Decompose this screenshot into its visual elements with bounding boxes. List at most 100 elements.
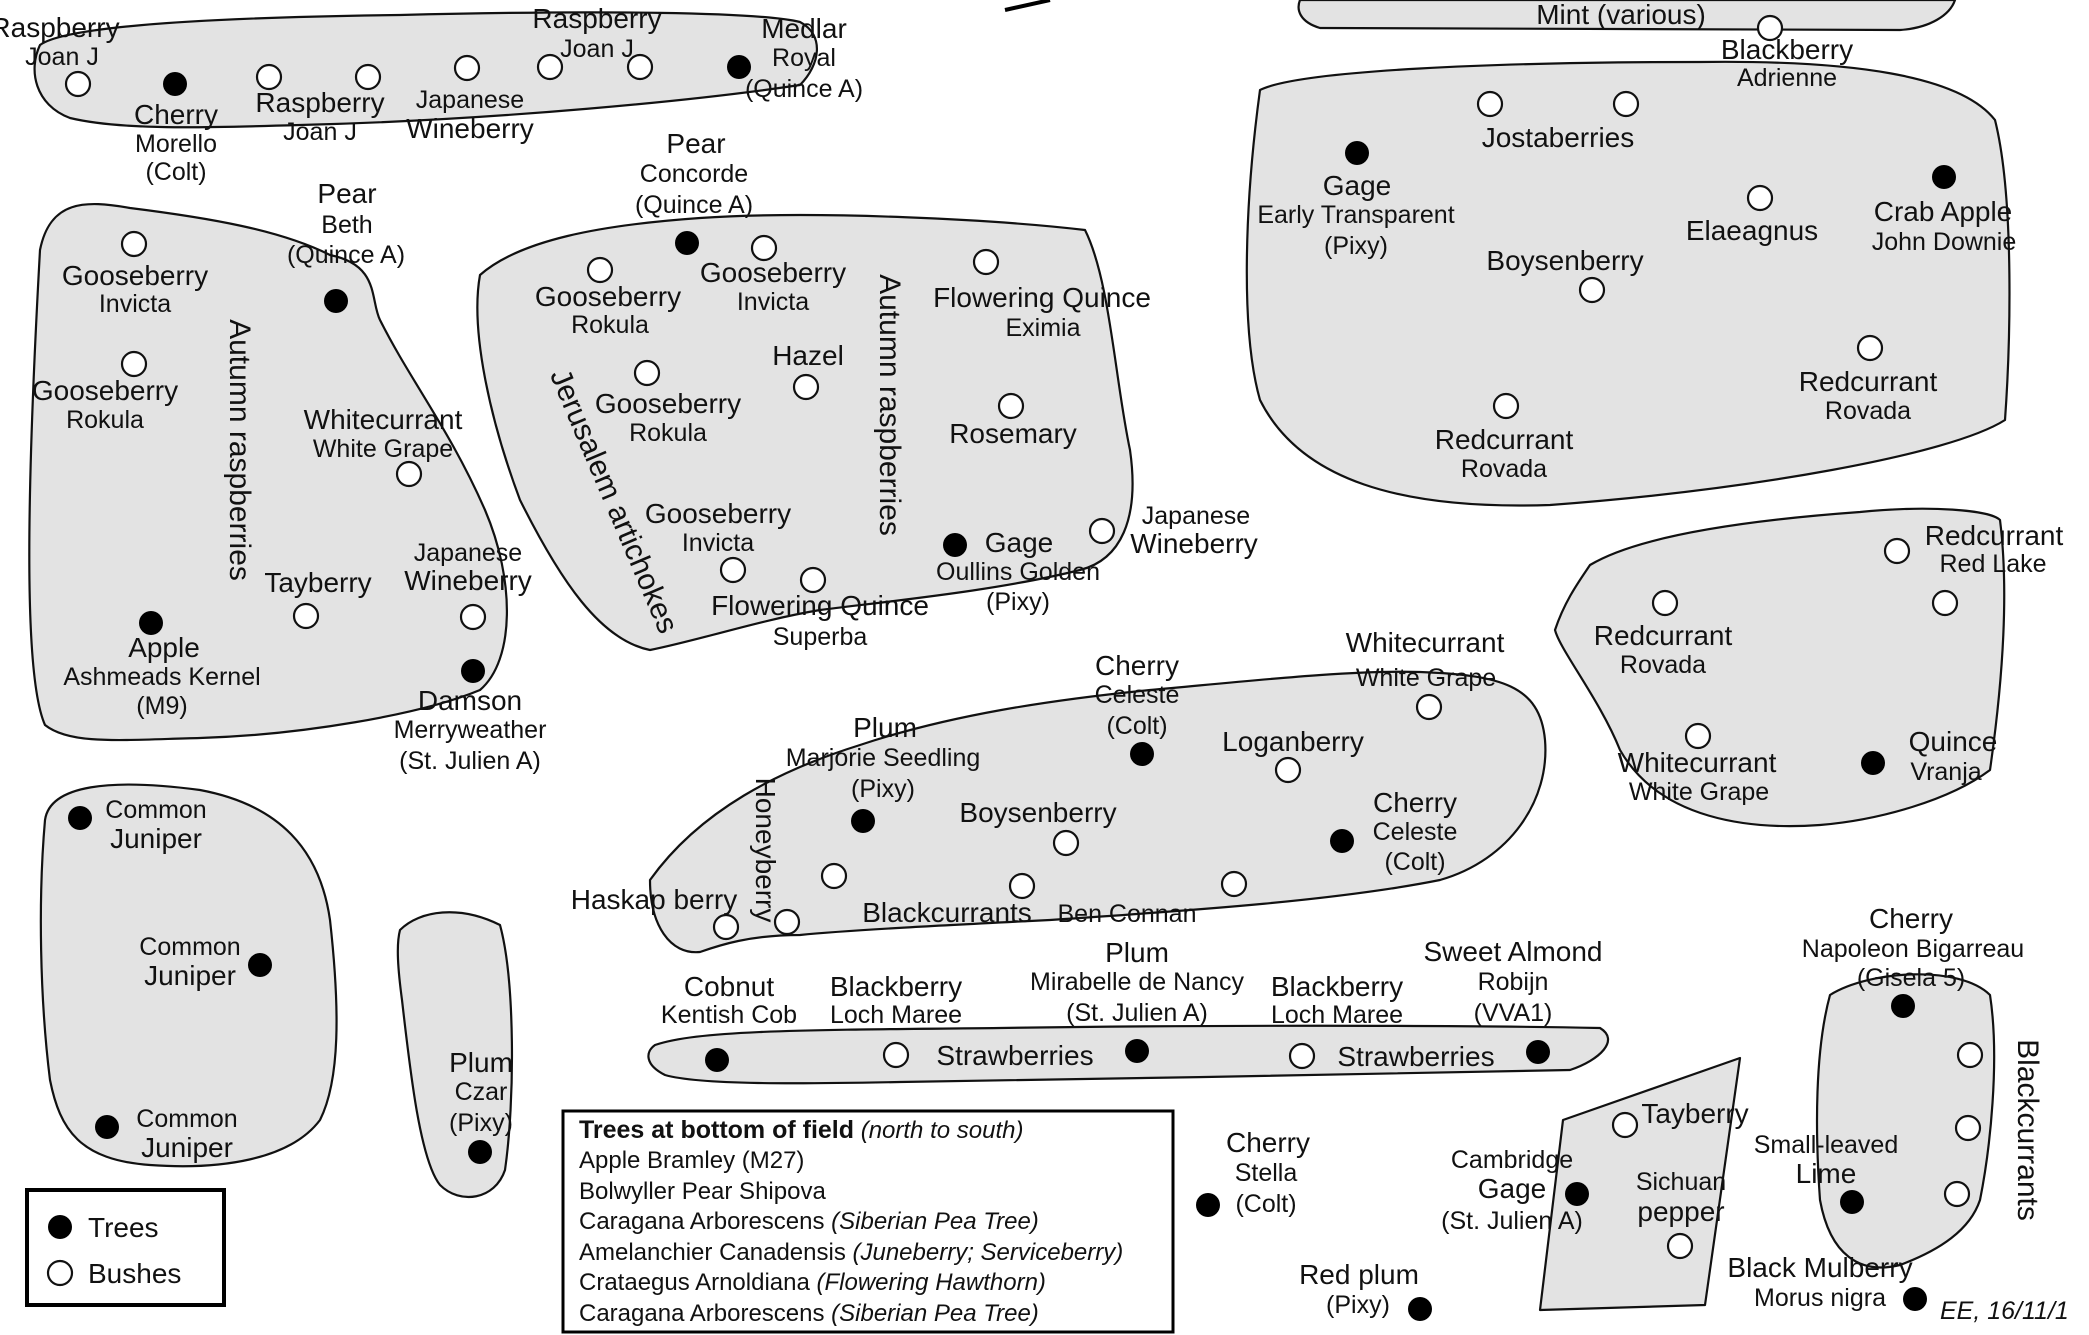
bed-bottom-left <box>39 783 338 1168</box>
plant-name: Raspberry <box>532 3 661 34</box>
legend-tree-icon <box>48 1215 72 1239</box>
plant-name: Common <box>105 796 206 824</box>
trees-note-list: Apple Bramley (M27) Bolwyller Pear Shipo… <box>579 1147 1123 1327</box>
plant-detail: Morus nigra <box>1754 1284 1886 1312</box>
marker-tree <box>1565 1182 1589 1206</box>
plant-detail2: (Colt) <box>1384 848 1445 876</box>
plant-detail2: (Quince A) <box>635 191 753 219</box>
plant-name: Apple <box>128 632 200 663</box>
marker-bush <box>1611 1111 1639 1139</box>
plant-name: Jostaberries <box>1482 122 1635 153</box>
marker-tree <box>1330 829 1354 853</box>
plant-detail2: (VVA1) <box>1474 999 1553 1027</box>
plant-detail: Vranja <box>1910 758 1981 786</box>
bed-top-left-strip <box>33 11 818 129</box>
trees-note-box <box>561 1109 1175 1334</box>
plant-detail: Lime <box>1796 1158 1857 1189</box>
plant-name: Haskap berry <box>571 884 738 915</box>
marker-bush <box>120 230 148 258</box>
plant-name: Gooseberry <box>595 388 741 419</box>
trees-note-item: Amelanchier Canadensis (Juneberry; Servi… <box>579 1239 1123 1266</box>
marker-bush <box>459 603 487 631</box>
plant-detail2: (Colt) <box>1106 712 1167 740</box>
plant-name: Redcurrant <box>1435 424 1574 455</box>
plant-detail: White Grape <box>313 435 453 463</box>
plant-name: Red plum <box>1299 1259 1419 1290</box>
marker-tree <box>851 809 875 833</box>
plant-name: Gooseberry <box>62 260 208 291</box>
plant-detail: Concorde <box>640 160 748 188</box>
marker-tree <box>943 533 967 557</box>
plant-name: Plum <box>1105 937 1169 968</box>
bed-label-strawberries: Strawberries <box>936 1040 1093 1071</box>
marker-tree <box>163 72 187 96</box>
plant-name: Raspberry <box>255 87 384 118</box>
map-edge-line <box>1004 0 1051 12</box>
plant-detail2: (Colt) <box>1235 1190 1296 1218</box>
plant-detail: Joan J <box>560 35 634 63</box>
plant-name: Gooseberry <box>535 281 681 312</box>
plant-name: Plum <box>853 712 917 743</box>
marker-bush <box>1288 1042 1316 1070</box>
marker-tree <box>727 55 751 79</box>
marker-bush <box>1415 693 1443 721</box>
plant-name: Quince <box>1909 726 1998 757</box>
plant-name: Boysenberry <box>959 797 1116 828</box>
marker-bush <box>64 70 92 98</box>
marker-tree <box>95 1115 119 1139</box>
plant-detail: Wineberry <box>1130 528 1258 559</box>
marker-tree <box>1526 1040 1550 1064</box>
plant-detail2: (St. Julien A) <box>399 747 541 775</box>
marker-tree <box>1345 141 1369 165</box>
plant-detail: Merryweather <box>394 716 547 744</box>
plant-name: Japanese <box>416 86 524 114</box>
plant-name: Raspberry <box>0 12 120 43</box>
plant-detail: Adrienne <box>1737 64 1837 92</box>
plant-name: Pear <box>666 128 725 159</box>
plant-name: Common <box>136 1105 237 1133</box>
marker-bush <box>1008 872 1036 900</box>
marker-bush <box>1052 829 1080 857</box>
marker-bush <box>255 63 283 91</box>
plant-detail: Juniper <box>141 1132 233 1163</box>
marker-tree <box>1903 1287 1927 1311</box>
plant-name: Gage <box>1323 170 1392 201</box>
plant-name: Cobnut <box>684 971 775 1002</box>
plant-detail: Loch Maree <box>830 1001 962 1029</box>
plant-name: Blackcurrants <box>862 897 1032 928</box>
plant-detail: Red Lake <box>1939 550 2046 578</box>
plant-detail2: (Pixy) <box>851 775 915 803</box>
plant-detail: Robijn <box>1478 968 1549 996</box>
plant-name: Redcurrant <box>1925 520 2064 551</box>
marker-bush <box>820 862 848 890</box>
marker-tree <box>248 953 272 977</box>
trees-note-item: Caragana Arborescens (Siberian Pea Tree) <box>579 1208 1039 1235</box>
plant-detail2: (M9) <box>136 692 187 720</box>
marker-bush <box>626 53 654 81</box>
bed-label-strawberries: Strawberries <box>1337 1041 1494 1072</box>
marker-tree <box>705 1048 729 1072</box>
plant-detail: Mirabelle de Nancy <box>1030 968 1244 996</box>
marker-tree <box>675 231 699 255</box>
marker-tree <box>1408 1297 1432 1321</box>
marker-bush <box>1274 756 1302 784</box>
marker-bush <box>1666 1232 1694 1260</box>
plant-name: Cambridge <box>1451 1146 1573 1174</box>
marker-bush <box>997 392 1025 420</box>
marker-tree <box>1861 751 1885 775</box>
bed-right-mid <box>1553 507 2006 828</box>
plant-name: Cherry <box>134 99 218 130</box>
plant-detail: Loch Maree <box>1271 1001 1403 1029</box>
bed-label-honeyberry: Honeyberry <box>750 778 781 923</box>
marker-bush <box>1492 392 1520 420</box>
marker-bush <box>1931 589 1959 617</box>
plant-name: Medlar <box>761 13 847 44</box>
plant-name: Flowering Quince <box>711 590 929 621</box>
plant-name: Common <box>139 933 240 961</box>
bed-label-blackcurrants: Blackcurrants <box>2011 1039 2044 1221</box>
marker-bush <box>1883 537 1911 565</box>
marker-bush <box>882 1041 910 1069</box>
plant-detail: Gage <box>1478 1173 1547 1204</box>
marker-bush <box>633 359 661 387</box>
marker-bush <box>719 556 747 584</box>
